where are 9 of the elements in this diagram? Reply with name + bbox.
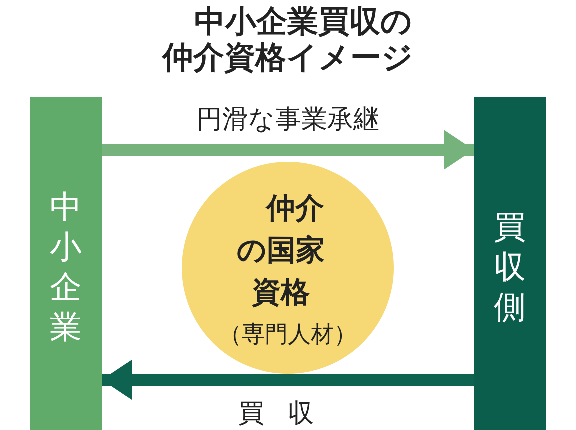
- party-bar: [474, 97, 546, 430]
- party-label: 中小企業: [50, 187, 82, 347]
- party-bar: [30, 97, 102, 430]
- title: 中小企業買収の仲介資格イメージ: [160, 4, 414, 76]
- arrow: [102, 130, 474, 170]
- arrow: [102, 360, 474, 400]
- circle-subtext: （専門人材）: [219, 320, 357, 350]
- circle-heading: 仲介の国家資格: [236, 190, 326, 310]
- party-label: 買収側: [494, 207, 526, 327]
